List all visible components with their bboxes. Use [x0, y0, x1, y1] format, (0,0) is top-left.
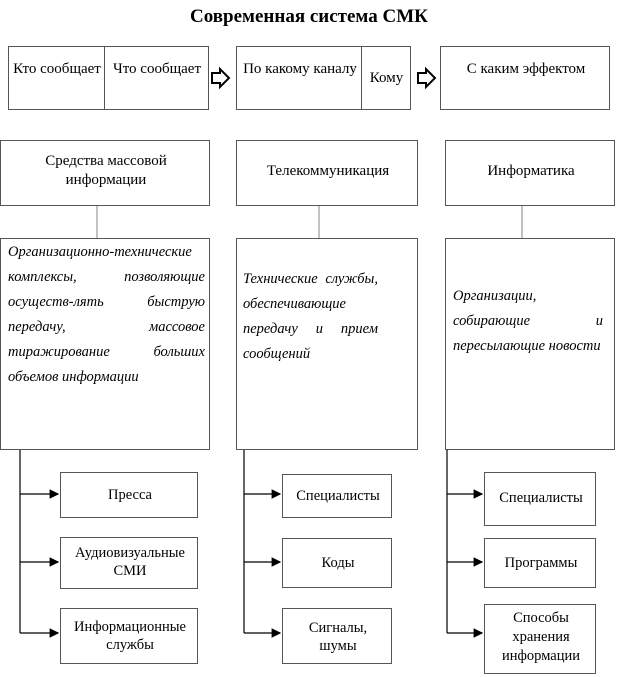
- header-informatics-label: Информатика: [487, 163, 575, 179]
- item-storage-methods-label: Способы хранения информации: [502, 610, 580, 664]
- item-specialists-telecom: Специалисты: [282, 474, 392, 518]
- item-press: Пресса: [60, 472, 198, 518]
- item-storage-methods: Способы хранения информации: [484, 604, 596, 674]
- item-audiovisual-label: Аудиовизуальные СМИ: [75, 545, 185, 580]
- header-mass-media: Средства массовой информации: [0, 140, 210, 206]
- item-specialists-telecom-label: Специалисты: [296, 488, 380, 504]
- effect-box: С каким эффектом: [440, 46, 610, 110]
- channel-whom-box: По какому каналу Кому: [236, 46, 411, 110]
- channel-label: По какому каналу: [243, 61, 357, 77]
- item-specialists-informatics: Специалисты: [484, 472, 596, 526]
- header-telecom: Телекоммуникация: [236, 140, 418, 206]
- flow-arrow-1: [211, 66, 231, 90]
- item-programs-label: Программы: [504, 555, 578, 571]
- description-informatics: Организации, собирающие и пересылающие н…: [445, 238, 615, 450]
- item-signals-label: Сигналы, шумы: [308, 620, 368, 655]
- description-mass-media: Организационно-технические комплексы, по…: [0, 238, 210, 450]
- what-label: Что сообщает: [112, 61, 202, 77]
- item-info-services: Информационные службы: [60, 608, 198, 664]
- who-what-box: Кто сообщает Что сообщает: [8, 46, 209, 110]
- flow-arrow-2: [417, 66, 437, 90]
- item-info-services-label: Информационные службы: [74, 619, 186, 654]
- item-signals: Сигналы, шумы: [282, 608, 392, 664]
- description-informatics-text: Организации, собирающие и пересылающие н…: [453, 288, 603, 354]
- item-codes-label: Коды: [321, 555, 355, 571]
- whom-label: Кому: [369, 70, 404, 86]
- item-press-label: Пресса: [107, 487, 152, 503]
- item-codes: Коды: [282, 538, 392, 588]
- item-audiovisual: Аудиовизуальные СМИ: [60, 537, 198, 589]
- diagram-title: Современная система СМК: [190, 6, 428, 27]
- header-telecom-label: Телекоммуникация: [266, 163, 390, 179]
- header-informatics: Информатика: [445, 140, 615, 206]
- description-telecom: Технические службы, обеспечивающие перед…: [236, 238, 418, 450]
- header-mass-media-label: Средства массовой информации: [45, 153, 167, 188]
- description-telecom-text: Технические службы, обеспечивающие перед…: [243, 271, 378, 362]
- item-programs: Программы: [484, 538, 596, 588]
- item-specialists-informatics-label: Специалисты: [499, 490, 583, 506]
- description-mass-media-text: Организационно-технические комплексы, по…: [8, 244, 205, 385]
- effect-label: С каким эффектом: [466, 61, 586, 77]
- who-label: Кто сообщает: [13, 61, 101, 77]
